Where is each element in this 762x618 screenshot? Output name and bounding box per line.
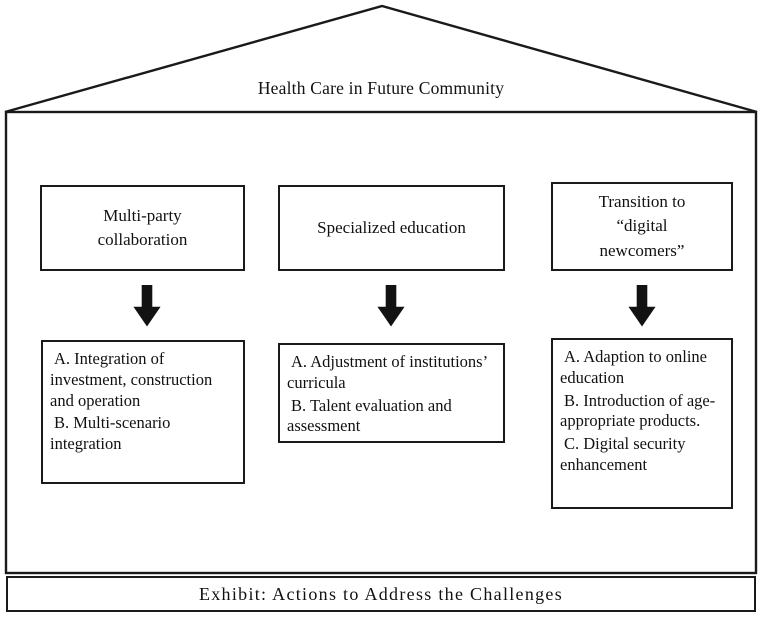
heading-line: Multi-party [103,205,182,225]
heading-line: Transition to [598,192,686,212]
heading-line: newcomers” [599,240,685,260]
detail-box-transition-to-digital-newcomers[interactable]: A. Adaption to online education B. Intro… [551,338,733,509]
detail-item: B. Multi-scenario integration [50,413,171,454]
detail-item: B. Introduction of age-appropriate produ… [560,390,716,431]
page-title: Health Care in Future Community [257,78,505,98]
roof-line [4,4,758,114]
detail-item: A. Adjustment of institutions’ curricula [287,352,487,392]
heading-line: collaboration [97,230,188,249]
heading-line: “digital [616,216,668,236]
down-arrow-icon [377,285,405,327]
heading-line: Specialized education [317,217,466,237]
heading-box-multi-party-collaboration[interactable]: Multi-party collaboration [40,185,245,271]
heading-text: Multi-party collaboration [98,204,188,252]
detail-item: B. Talent evaluation and assessment [287,395,460,436]
detail-box-specialized-education[interactable]: A. Adjustment of institutions’ curricula… [278,343,505,443]
footer-bar: Exhibit: Actions to Address the Challeng… [6,576,756,612]
detail-item: C. Digital security enhancement [560,434,686,474]
footer-label: Exhibit: Actions to Address the Challeng… [198,583,564,604]
heading-box-specialized-education[interactable]: Specialized education [278,185,505,271]
heading-box-transition-to-digital-newcomers[interactable]: Transition to “digital newcomers” [551,182,733,271]
heading-text: Transition to “digital newcomers” [599,190,686,262]
detail-item: A. Adaption to online education [560,347,707,387]
house-wall [4,110,758,575]
down-arrow-icon [133,285,161,327]
down-arrow-icon [628,285,656,327]
heading-text: Specialized education [317,216,466,240]
detail-box-multi-party-collaboration[interactable]: A. Integration of investment, constructi… [41,340,245,484]
detail-item: A. Integration of investment, constructi… [50,349,213,410]
